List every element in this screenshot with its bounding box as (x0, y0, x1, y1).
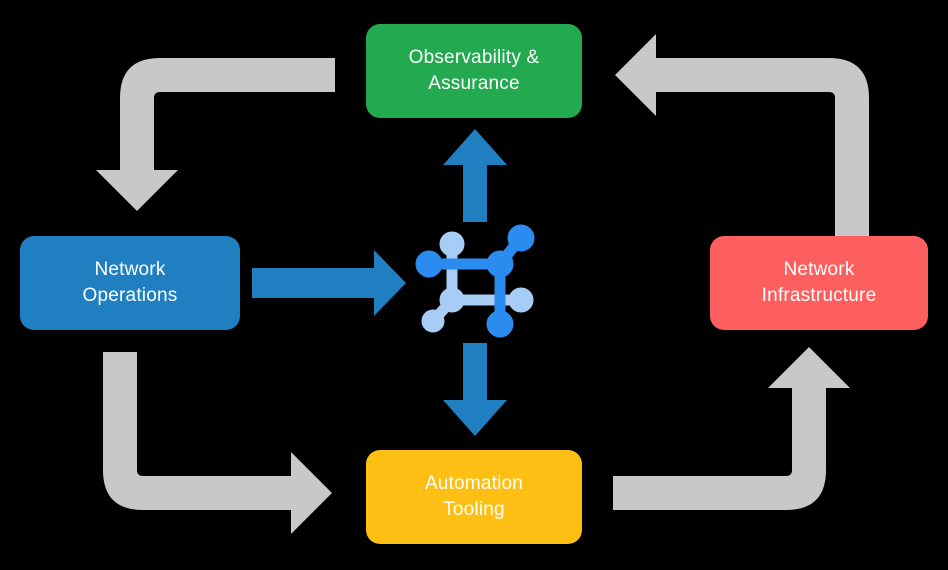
arrow-operations-to-center (252, 250, 406, 316)
arrow-observability-to-operations (96, 58, 335, 211)
network-icon-light-group (421, 231, 534, 333)
arrow-automation-to-infrastructure (613, 347, 850, 510)
arrow-center-to-automation (443, 343, 507, 436)
arrow-operations-to-automation (103, 352, 332, 534)
node-network-infrastructure[interactable]: Network Infrastructure (710, 236, 928, 330)
node-observability-assurance[interactable]: Observability & Assurance (366, 24, 582, 118)
node-network-operations[interactable]: Network Operations (20, 236, 240, 330)
network-icon-dark-group (415, 224, 535, 338)
node-automation-tooling[interactable]: Automation Tooling (366, 450, 582, 544)
arrow-infrastructure-to-observability (615, 34, 869, 250)
arrow-center-to-observability (443, 129, 507, 222)
